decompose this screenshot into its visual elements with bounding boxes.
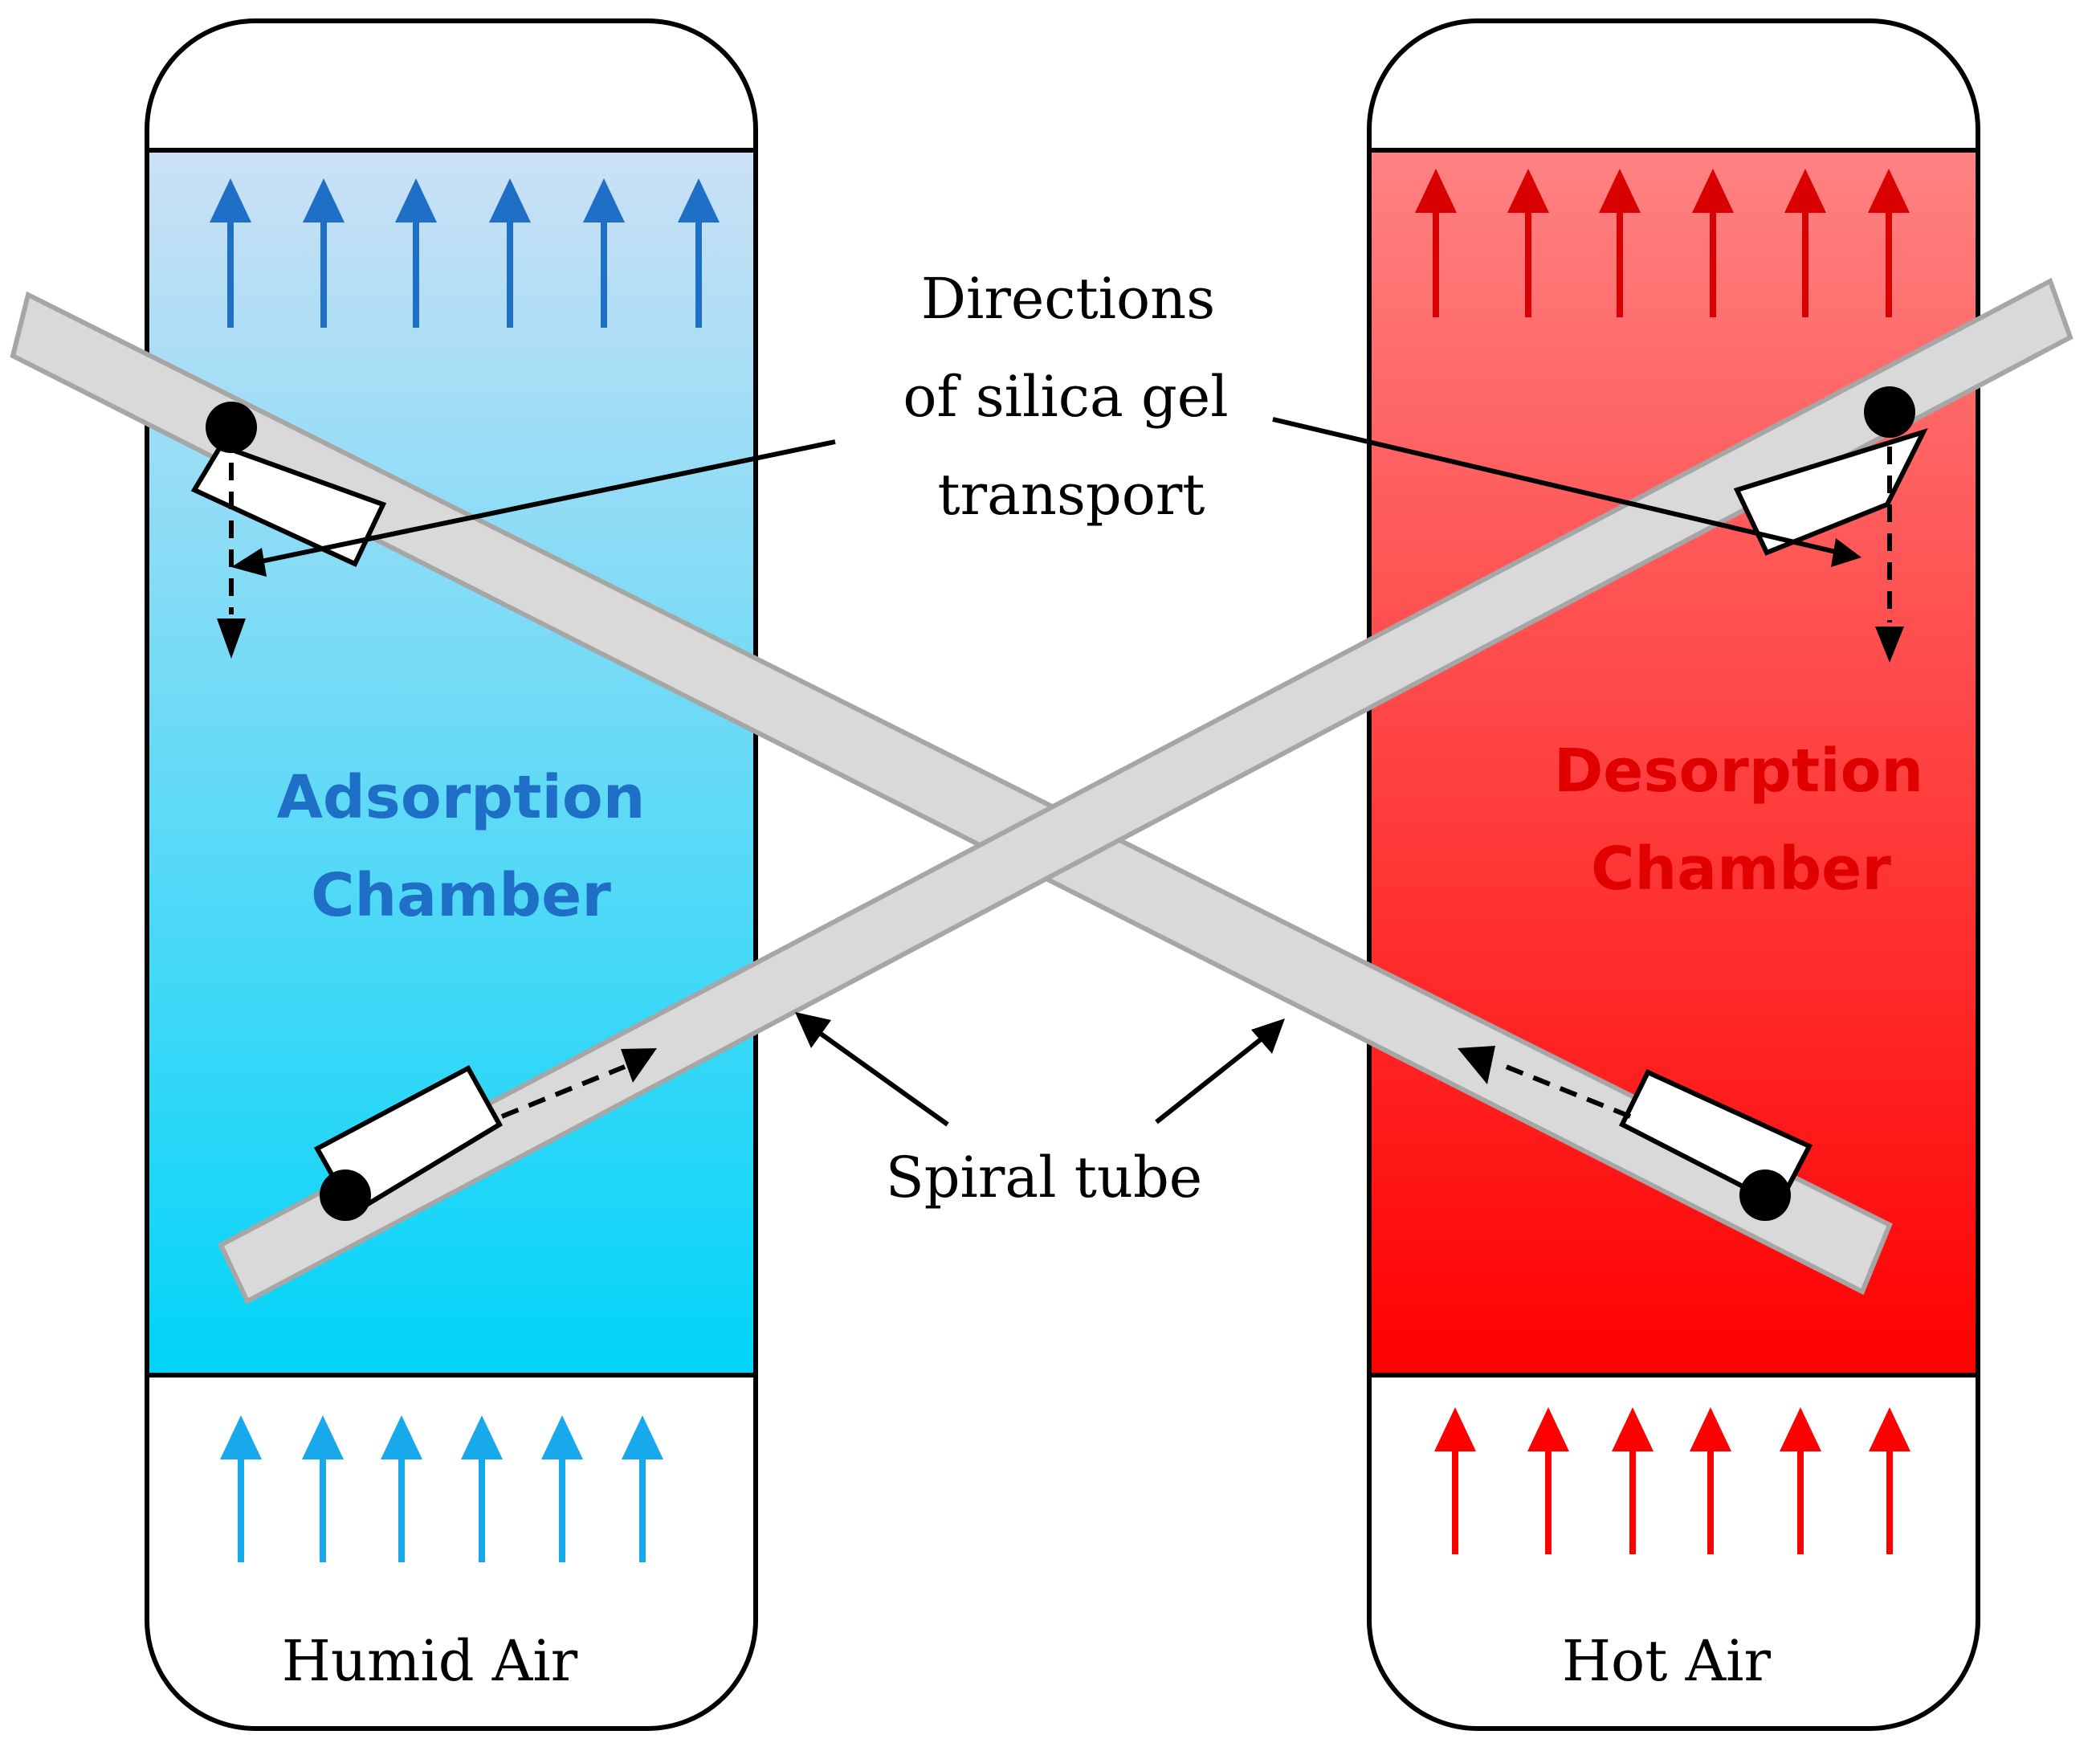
air-flow-arrow <box>303 178 345 328</box>
arrowhead <box>1875 627 1904 663</box>
arrowhead <box>1599 169 1641 213</box>
desorption-chamber-title-line2: Chamber <box>1591 835 1891 904</box>
arrowhead <box>489 178 531 222</box>
spiral-tube-descending <box>10 291 1893 1296</box>
air-flow-arrow <box>541 1415 583 1562</box>
air-flow-arrow <box>1415 169 1457 317</box>
air-flow-arrow <box>302 1415 344 1562</box>
arrowhead <box>1692 169 1734 213</box>
air-flow-arrow <box>622 1415 663 1562</box>
desorption-top-drop-arrow <box>1875 418 1904 663</box>
adsorption-chamber-title-line2: Chamber <box>311 861 611 930</box>
directions-label-line3: transport <box>938 462 1205 528</box>
arrowhead <box>1612 1407 1653 1451</box>
arrowhead <box>795 1012 831 1048</box>
air-flow-arrow <box>583 178 625 328</box>
arrowhead <box>395 178 437 222</box>
arrowhead <box>621 1048 657 1083</box>
arrowhead <box>622 1415 663 1459</box>
arrowhead <box>381 1415 422 1459</box>
arrowhead <box>1458 1046 1495 1084</box>
arrowhead <box>583 178 625 222</box>
arrowhead <box>210 178 251 222</box>
carriage-desorption-bottom <box>1619 1069 1813 1221</box>
arrowhead <box>1868 169 1910 213</box>
arrowhead <box>1690 1407 1731 1451</box>
spiral-tube-label: Spiral tube <box>886 1145 1202 1210</box>
arrowhead <box>220 1415 262 1459</box>
spiral-tube-ascending <box>218 277 2073 1305</box>
air-flow-arrow <box>1780 1407 1821 1554</box>
air-flow-arrow <box>678 178 720 328</box>
air-flow-arrow <box>395 178 437 328</box>
arrowhead <box>1869 1407 1910 1451</box>
adsorption-bottom-travel-arrow <box>500 1048 657 1119</box>
arrowhead <box>541 1415 583 1459</box>
arrowhead <box>303 178 345 222</box>
carriage-wheel <box>1739 1169 1791 1221</box>
hot-air-inlet-arrows <box>1434 1407 1910 1554</box>
air-flow-arrow <box>1692 169 1734 317</box>
humid-air-inlet-arrows <box>220 1415 663 1562</box>
humid-air-label: Humid Air <box>282 1628 578 1694</box>
leader-arrow-spiral-left <box>795 1012 949 1127</box>
air-flow-arrow <box>381 1415 422 1562</box>
arrowhead <box>1434 1407 1476 1451</box>
air-flow-arrow <box>1599 169 1641 317</box>
air-flow-arrow <box>1690 1407 1731 1554</box>
carriage-wheel <box>320 1169 371 1221</box>
arrowhead <box>217 618 246 659</box>
adsorption-chamber-title-line1: Adsorption <box>277 763 646 832</box>
carriage-adsorption-top <box>190 402 387 567</box>
arrowhead <box>1507 169 1549 213</box>
air-flow-arrow <box>1507 169 1549 317</box>
air-flow-arrow <box>489 178 531 328</box>
arrowhead <box>1251 1018 1285 1054</box>
arrowhead <box>231 548 267 577</box>
desorption-chamber-title-line1: Desorption <box>1554 737 1923 806</box>
air-flow-arrow <box>1869 1407 1910 1554</box>
leader-arrow-directions-right <box>1272 417 1861 567</box>
air-flow-arrow <box>1784 169 1826 317</box>
leader-arrow-spiral-right <box>1155 1018 1285 1125</box>
air-flow-arrow <box>1868 169 1910 317</box>
desorption-upper-airflow-arrows <box>1415 169 1910 317</box>
air-flow-arrow <box>1612 1407 1653 1554</box>
air-flow-arrow <box>1434 1407 1476 1554</box>
adsorption-upper-airflow-arrows <box>210 178 720 328</box>
arrowhead <box>1831 538 1861 567</box>
carriage-body <box>190 443 387 567</box>
arrowhead <box>1415 169 1457 213</box>
directions-label-line2: of silica gel <box>903 364 1228 430</box>
hot-air-label: Hot Air <box>1562 1628 1772 1694</box>
arrowhead <box>1780 1407 1821 1451</box>
adsorption-top-drop-arrow <box>217 434 246 659</box>
arrowhead <box>302 1415 344 1459</box>
air-flow-arrow <box>461 1415 503 1562</box>
directions-label-line1: Directions <box>921 266 1215 332</box>
desorption-bottom-travel-arrow <box>1458 1046 1632 1119</box>
arrowhead <box>1784 169 1826 213</box>
arrowhead <box>1527 1407 1569 1451</box>
air-flow-arrow <box>210 178 251 328</box>
arrowhead <box>678 178 720 222</box>
carriage-adsorption-bottom <box>313 1064 504 1221</box>
arrowhead <box>461 1415 503 1459</box>
air-flow-arrow <box>220 1415 262 1562</box>
carriage-wheel <box>206 402 257 453</box>
leader-arrow-directions-left <box>231 439 836 577</box>
air-flow-arrow <box>1527 1407 1569 1554</box>
carriage-wheel <box>1864 386 1915 438</box>
